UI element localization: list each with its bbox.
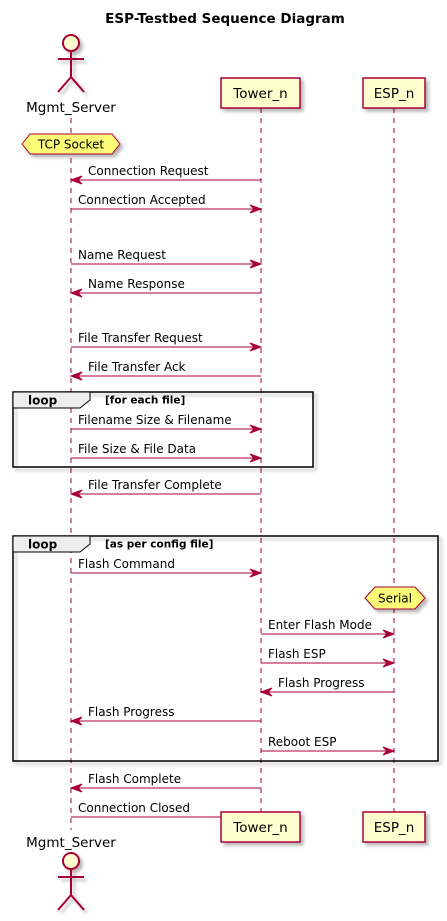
message-label: Filename Size & Filename — [78, 413, 232, 427]
message-arrow: Flash Progress — [259, 676, 394, 697]
message-arrow: Connection Accepted — [71, 193, 263, 214]
message-arrow: File Size & File Data — [71, 442, 263, 463]
message-label: File Size & File Data — [78, 442, 196, 456]
message-label: File Transfer Request — [78, 331, 203, 345]
note-serial: Serial — [364, 586, 426, 610]
participant-label: Tower_n — [232, 86, 287, 102]
arrowhead-icon — [69, 716, 83, 726]
message-label: Flash ESP — [268, 647, 326, 661]
message-label: Name Request — [78, 248, 166, 262]
loop-frame-for-each-file: loop [for each file] — [12, 391, 314, 468]
arrowhead-icon — [249, 568, 263, 578]
message-arrow: File Transfer Ack — [69, 360, 261, 381]
message-label: Name Response — [88, 277, 185, 291]
lifelines — [70, 108, 395, 830]
participant-label: ESP_n — [374, 820, 415, 836]
message-arrow: Filename Size & Filename — [71, 413, 263, 434]
actor-mgmt-server-bottom: Mgmt_Server — [26, 835, 116, 911]
arrowhead-icon — [69, 288, 83, 298]
message-label: Reboot ESP — [268, 735, 336, 749]
message-label: Flash Progress — [278, 676, 364, 690]
message-arrow: Flash Complete — [69, 772, 261, 793]
message-label: Connection Request — [88, 164, 209, 178]
message-label: File Transfer Ack — [88, 360, 186, 374]
arrowhead-icon — [69, 783, 83, 793]
arrowhead-icon — [69, 371, 83, 381]
participant-label: Tower_n — [232, 820, 287, 836]
message-arrow: Reboot ESP — [261, 735, 396, 756]
participant-esp-top: ESP_n — [362, 77, 426, 109]
arrowhead-icon — [249, 424, 263, 434]
loop-keyword: loop — [28, 394, 58, 408]
arrowhead-icon — [249, 453, 263, 463]
message-arrow: Flash ESP — [261, 647, 396, 668]
actor-label: Mgmt_Server — [26, 100, 116, 116]
note-tcp-socket: TCP Socket — [21, 133, 121, 155]
arrowhead-icon — [382, 746, 396, 756]
participant-tower-bottom: Tower_n — [220, 811, 301, 843]
note-label: TCP Socket — [37, 138, 105, 152]
diagram-title: ESP-Testbed Sequence Diagram — [105, 11, 345, 27]
arrowhead-icon — [259, 687, 273, 697]
participant-label: ESP_n — [374, 86, 415, 102]
message-arrow: Flash Command — [71, 557, 263, 578]
message-arrow: Enter Flash Mode — [261, 618, 396, 639]
loop-condition: [as per config file] — [105, 539, 213, 551]
arrowhead-icon — [382, 658, 396, 668]
message-label: Enter Flash Mode — [268, 618, 372, 632]
loop-frame-as-per-config-file: loop [as per config file] — [12, 535, 439, 762]
loop-condition: [for each file] — [105, 395, 185, 407]
message-arrow: Name Response — [69, 277, 261, 298]
message-arrow: Name Request — [71, 248, 263, 269]
message-label: Connection Accepted — [78, 193, 206, 207]
message-label: Connection Closed — [78, 801, 190, 815]
actor-figure-icon — [57, 852, 85, 911]
arrowhead-icon — [249, 204, 263, 214]
arrowhead-icon — [382, 629, 396, 639]
message-label: Flash Command — [78, 557, 175, 571]
arrowhead-icon — [69, 175, 83, 185]
arrowhead-icon — [249, 342, 263, 352]
message-label: File Transfer Complete — [88, 478, 222, 492]
loop-keyword: loop — [28, 538, 58, 552]
message-label: Flash Progress — [88, 705, 174, 719]
participant-tower-top: Tower_n — [220, 77, 301, 109]
message-arrow: File Transfer Complete — [69, 478, 261, 499]
actor-mgmt-server-top: Mgmt_Server — [26, 34, 116, 116]
message-arrow: File Transfer Request — [71, 331, 263, 352]
actor-figure-icon — [57, 34, 85, 93]
message-arrow: Flash Progress — [69, 705, 261, 726]
message-label: Flash Complete — [88, 772, 181, 786]
note-label: Serial — [378, 592, 412, 606]
arrowhead-icon — [69, 489, 83, 499]
participant-esp-bottom: ESP_n — [362, 811, 426, 843]
message-arrow: Connection Request — [69, 164, 261, 185]
actor-label: Mgmt_Server — [26, 835, 116, 851]
arrowhead-icon — [249, 259, 263, 269]
